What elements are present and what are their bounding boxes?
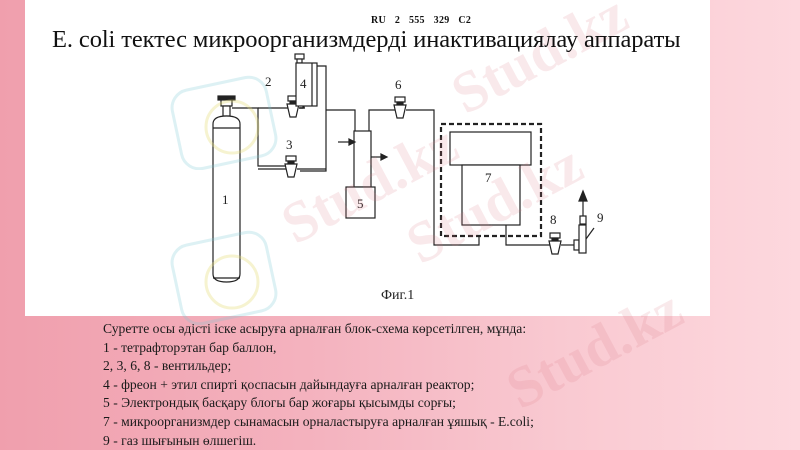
legend-item: 1 - тетрафторэтан бар баллон, (103, 339, 277, 355)
legend-item: 9 - газ шығынын өлшегіш. (103, 432, 257, 448)
legend-intro: Суретте осы әдісті іске асыруға арналған… (103, 321, 527, 336)
legend-item: 4 - фреон + этил спирті қоспасын дайында… (103, 376, 475, 392)
valve-8-label: 8 (550, 212, 557, 227)
cylinder-label: 1 (222, 192, 229, 207)
figure-caption: Фиг.1 (381, 288, 415, 303)
slide-title: E. coli тектес микроорганизмдерді инакти… (52, 26, 681, 53)
gas-cylinder: 1 (212, 95, 241, 283)
apparatus-diagram: 1 2 4 3 (212, 53, 604, 283)
valve-3-label: 3 (286, 137, 293, 152)
patent-reference: RU 2 555 329 C2 (371, 15, 472, 26)
chamber-label: 7 (485, 170, 492, 185)
valve-8: 8 (548, 212, 562, 255)
legend-list: Суретте осы әдісті іске асыруға арналған… (103, 320, 534, 450)
valve-6-label: 6 (395, 77, 402, 92)
valve-6: 6 (393, 77, 407, 119)
legend-item: 5 - Электрондық басқару блогы бар жоғары… (103, 395, 456, 411)
valve-2: 2 (265, 74, 300, 118)
reactor: 4 (294, 53, 318, 107)
pump: 5 (338, 130, 389, 219)
legend-item: 7 - микроорганизмдер сынамасын орналасты… (103, 413, 534, 429)
reactor-label: 4 (300, 76, 307, 91)
flowmeter-label: 9 (597, 210, 604, 225)
pump-label: 5 (357, 196, 364, 211)
legend-item: 2, 3, 6, 8 - вентильдер; (103, 358, 232, 374)
valve-3: 3 (284, 137, 298, 178)
chamber: 7 (439, 122, 543, 238)
valve-2-label: 2 (265, 74, 272, 89)
flowmeter: 9 (573, 189, 604, 254)
